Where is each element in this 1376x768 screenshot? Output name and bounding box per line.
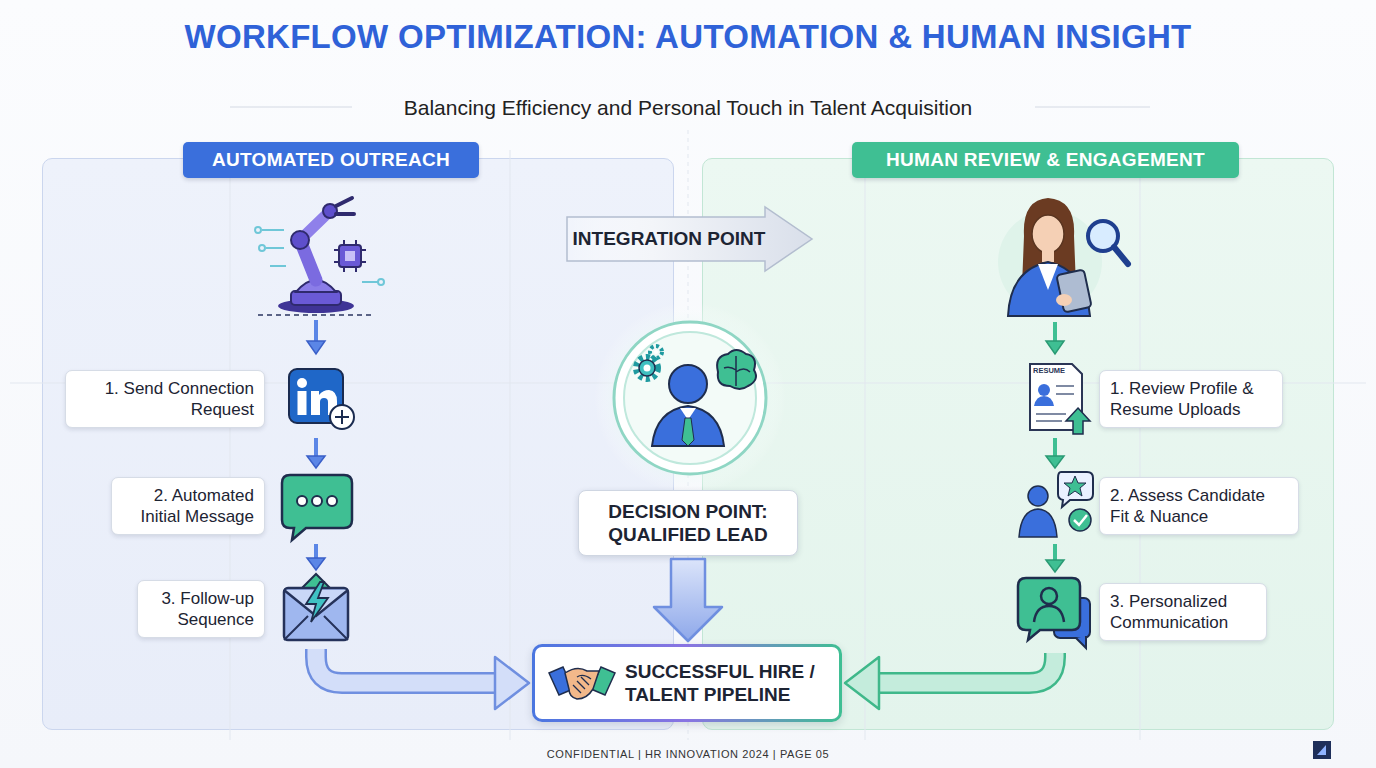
arrow-text: INTEGRATION POINT: [571, 217, 767, 261]
handshake-icon: [547, 659, 617, 709]
decision-box: DECISION POINT: QUALIFIED LEAD: [578, 490, 798, 556]
lane-heading: HUMAN REVIEW & ENGAGEMENT: [852, 142, 1239, 178]
icon-caption: RESUME: [1033, 366, 1073, 375]
step-box: 3. Personalized Communication: [1016, 575, 1269, 649]
decision-emblem: [594, 302, 786, 494]
step-text: 2. Assess Candidate Fit & Nuance: [1099, 477, 1299, 535]
box-text: DECISION POINT: QUALIFIED LEAD: [588, 500, 788, 546]
step-text: 1. Review Profile & Resume Uploads: [1099, 370, 1283, 428]
step-text: 3. Personalized Communication: [1099, 583, 1267, 641]
grid-lines: [10, 130, 1366, 740]
outcome-text: SUCCESSFUL HIRE / TALENT PIPELINE: [625, 647, 835, 719]
outcome-box: SUCCESSFUL HIRE / TALENT PIPELINE: [532, 644, 842, 722]
brain-symbol: [717, 350, 756, 389]
footer-text: CONFIDENTIAL | HR INNOVATION 2024 | PAGE…: [0, 748, 1376, 761]
step-box: 2. Assess Candidate Fit & Nuance: [1016, 471, 1301, 541]
step-box: 2. Automated Initial Message: [111, 471, 356, 541]
lane-heading: AUTOMATED OUTREACH: [183, 142, 479, 178]
resume-icon: [1030, 364, 1090, 434]
corner-logo: [1313, 741, 1331, 759]
diagram-title: WORKFLOW OPTIMIZATION: AUTOMATION & HUMA…: [0, 17, 1376, 57]
gear-symbol: [636, 357, 658, 379]
step-text: 3. Follow-up Sequence: [137, 580, 265, 638]
subtitle-text: Balancing Efficiency and Personal Touch …: [0, 95, 1376, 120]
gear-symbol: [650, 346, 662, 358]
step-box: 1. Send Connection Request: [65, 363, 360, 435]
integration-arrow: INTEGRATION POINT: [565, 205, 815, 273]
step-text: 1. Send Connection Request: [65, 370, 265, 428]
step-box: 3. Follow-up Sequence: [137, 573, 357, 645]
step-text: 2. Automated Initial Message: [111, 477, 265, 535]
